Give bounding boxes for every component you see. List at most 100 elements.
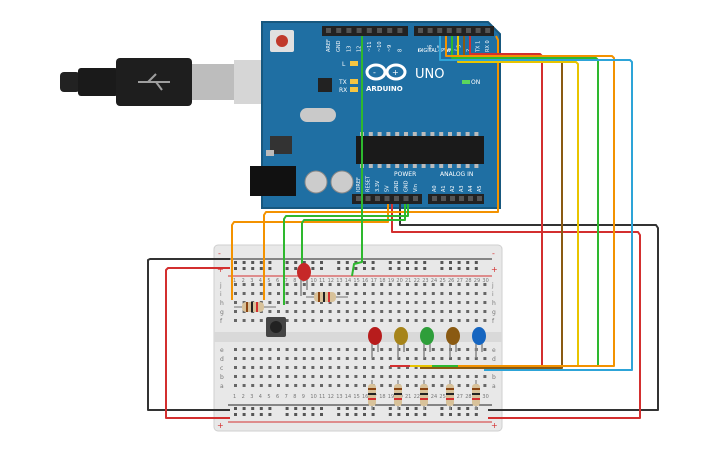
rail-hole[interactable] [397,267,401,270]
breadboard-hole[interactable] [311,357,315,360]
rail-hole[interactable] [397,407,401,410]
breadboard-hole[interactable] [320,283,323,286]
breadboard-hole[interactable] [406,301,409,304]
breadboard-hole[interactable] [380,348,384,351]
breadboard-hole[interactable] [440,357,444,360]
breadboard-hole[interactable] [406,384,409,387]
wire-orange-2[interactable] [263,35,499,300]
breadboard-hole[interactable] [440,292,444,295]
led-yellow[interactable] [394,327,408,358]
breadboard-hole[interactable] [311,366,315,369]
breadboard-hole[interactable] [354,348,358,351]
rail-hole[interactable] [259,407,263,410]
breadboard-hole[interactable] [371,301,375,304]
rail-hole[interactable] [414,413,418,416]
rail-hole[interactable] [397,261,401,264]
rail-hole[interactable] [457,261,461,264]
power-pin[interactable] [365,196,371,201]
breadboard-hole[interactable] [466,292,470,295]
breadboard-hole[interactable] [440,283,444,286]
rail-hole[interactable] [414,261,418,264]
power-jack[interactable] [250,166,296,196]
breadboard-hole[interactable] [440,310,444,313]
breadboard-hole[interactable] [449,283,452,286]
breadboard-hole[interactable] [406,357,409,360]
breadboard-hole[interactable] [234,357,237,360]
wire-cyan-d7[interactable] [439,36,633,371]
breadboard-hole[interactable] [474,375,478,378]
rail-hole[interactable] [363,407,366,410]
breadboard-hole[interactable] [259,375,263,378]
wire-red-left[interactable] [165,267,230,419]
rail-hole[interactable] [345,261,349,264]
breadboard-hole[interactable] [414,310,418,313]
power-pin[interactable] [403,196,409,201]
breadboard-hole[interactable] [320,366,323,369]
analog-pin[interactable] [441,196,446,201]
rail-hole[interactable] [285,407,289,410]
breadboard-hole[interactable] [380,283,384,286]
breadboard-hole[interactable] [466,319,470,322]
breadboard-hole[interactable] [234,348,237,351]
breadboard-hole[interactable] [302,366,306,369]
rail-hole[interactable] [449,413,452,416]
breadboard-hole[interactable] [328,310,332,313]
rail-hole[interactable] [285,267,289,270]
breadboard-hole[interactable] [285,366,289,369]
rail-hole[interactable] [242,267,246,270]
wire-orange-d6[interactable] [445,36,615,367]
rail-hole[interactable] [311,267,315,270]
breadboard-hole[interactable] [423,310,427,313]
breadboard-hole[interactable] [388,375,392,378]
breadboard-hole[interactable] [449,310,452,313]
rail-hole[interactable] [337,407,341,410]
breadboard-hole[interactable] [414,357,418,360]
wire-black-left[interactable] [147,258,230,411]
rail-hole[interactable] [234,261,237,264]
rail-hole[interactable] [268,413,272,416]
header-pin[interactable] [437,28,443,33]
breadboard-hole[interactable] [380,375,384,378]
breadboard-hole[interactable] [449,319,452,322]
rail-hole[interactable] [388,261,392,264]
breadboard-hole[interactable] [242,283,246,286]
rail-hole[interactable] [320,261,323,264]
breadboard-hole[interactable] [457,357,461,360]
breadboard-hole[interactable] [406,292,409,295]
breadboard-hole[interactable] [466,310,470,313]
breadboard-hole[interactable] [277,357,280,360]
led-orange[interactable] [446,327,460,358]
rail-hole[interactable] [406,407,409,410]
breadboard-hole[interactable] [406,310,409,313]
resistor-vertical[interactable] [420,380,428,410]
rail-hole[interactable] [423,413,427,416]
resistor-2[interactable] [306,292,348,302]
breadboard-hole[interactable] [414,292,418,295]
breadboard-hole[interactable] [354,366,358,369]
breadboard-hole[interactable] [294,301,298,304]
rail-hole[interactable] [259,267,263,270]
breadboard-hole[interactable] [242,375,246,378]
breadboard-hole[interactable] [363,366,366,369]
breadboard-hole[interactable] [311,301,315,304]
breadboard-hole[interactable] [302,357,306,360]
rail-hole[interactable] [234,267,237,270]
breadboard-hole[interactable] [294,319,298,322]
rail-hole[interactable] [466,407,470,410]
breadboard-hole[interactable] [234,366,237,369]
breadboard-hole[interactable] [242,366,246,369]
breadboard-hole[interactable] [406,375,409,378]
rail-hole[interactable] [423,267,427,270]
breadboard-hole[interactable] [414,375,418,378]
breadboard-hole[interactable] [380,310,384,313]
breadboard-hole[interactable] [294,366,298,369]
breadboard-hole[interactable] [311,384,315,387]
rail-hole[interactable] [285,261,289,264]
rail-hole[interactable] [251,407,255,410]
breadboard-hole[interactable] [371,348,375,351]
breadboard-hole[interactable] [242,357,246,360]
breadboard-hole[interactable] [285,384,289,387]
breadboard-hole[interactable] [311,292,315,295]
wire-green-2[interactable] [301,204,406,278]
breadboard-hole[interactable] [251,348,255,351]
